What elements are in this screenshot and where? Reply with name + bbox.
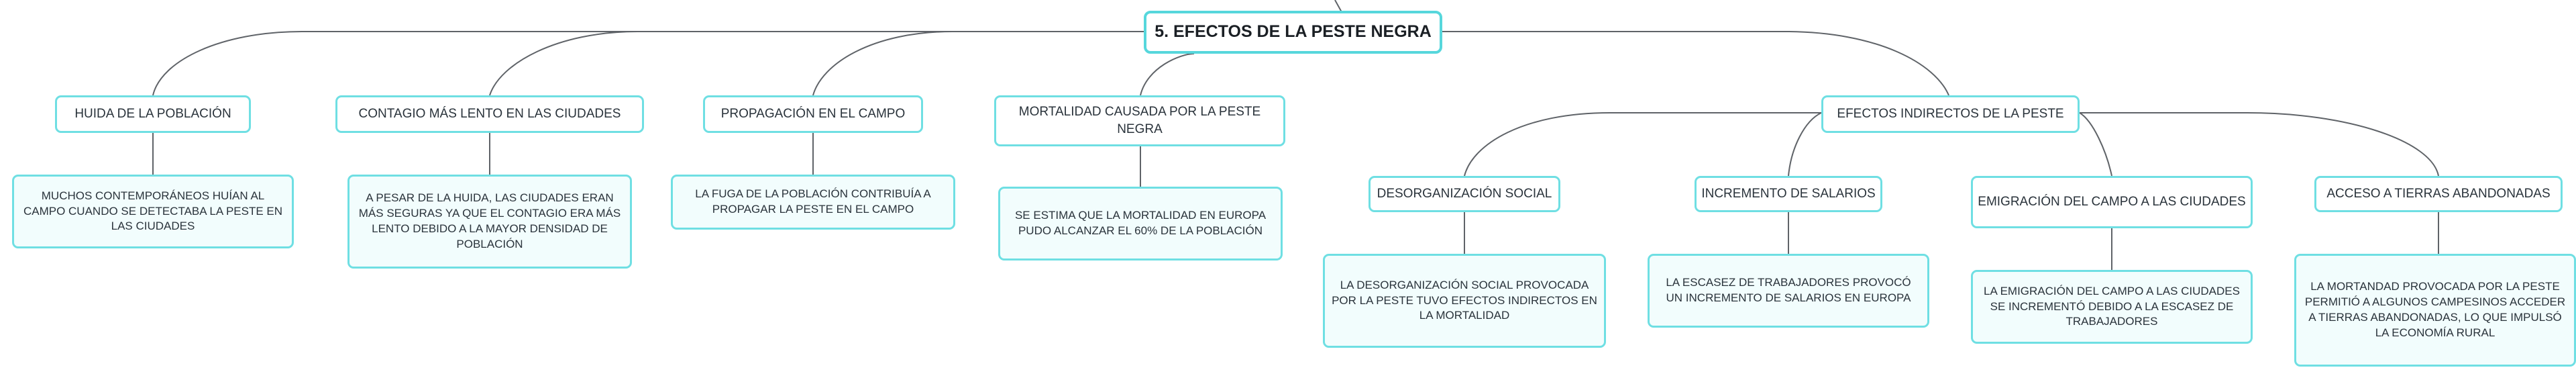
detail-text: SE ESTIMA QUE LA MORTALIDAD EN EUROPA PU…	[1014, 209, 1267, 237]
branch-efectos-indirectos[interactable]: EFECTOS INDIRECTOS DE LA PESTE	[1821, 95, 2080, 133]
branch-contagio-ciudades[interactable]: CONTAGIO MÁS LENTO EN LAS CIUDADES	[335, 95, 644, 133]
connector-indirectos-acceso	[2080, 112, 2439, 177]
detail-propagacion-campo[interactable]: LA FUGA DE LA POBLACIÓN CONTRIBUÍA A PRO…	[671, 175, 955, 230]
connector-root-propagacion	[812, 31, 1144, 96]
detail-text: MUCHOS CONTEMPORÁNEOS HUÍAN AL CAMPO CUA…	[23, 189, 283, 233]
detail-huida-poblacion[interactable]: MUCHOS CONTEMPORÁNEOS HUÍAN AL CAMPO CUA…	[12, 175, 294, 248]
subbranch-label: INCREMENTO DE SALARIOS	[1701, 187, 1876, 201]
branch-label: CONTAGIO MÁS LENTO EN LAS CIUDADES	[358, 107, 621, 122]
connector-root-indirectos	[1442, 31, 1949, 96]
subbranch-incremento-salarios[interactable]: INCREMENTO DE SALARIOS	[1695, 176, 1882, 212]
detail-contagio-ciudades[interactable]: A PESAR DE LA HUIDA, LAS CIUDADES ERAN M…	[347, 175, 632, 269]
detail-text: LA DESORGANIZACIÓN SOCIAL PROVOCADA POR …	[1332, 278, 1597, 322]
connector-indirectos-salarios	[1788, 112, 1822, 177]
root-topic-label: 5. EFECTOS DE LA PESTE NEGRA	[1155, 22, 1432, 42]
detail-acceso-tierras[interactable]: LA MORTANDAD PROVOCADA POR LA PESTE PERM…	[2294, 254, 2576, 367]
branch-mortalidad[interactable]: MORTALIDAD CAUSADA POR LA PESTE NEGRA	[994, 95, 1285, 146]
branch-label: EFECTOS INDIRECTOS DE LA PESTE	[1837, 107, 2064, 122]
detail-text: LA FUGA DE LA POBLACIÓN CONTRIBUÍA A PRO…	[695, 187, 931, 216]
detail-incremento-salarios[interactable]: LA ESCASEZ DE TRABAJADORES PROVOCÓ UN IN…	[1648, 254, 1929, 328]
detail-mortalidad[interactable]: SE ESTIMA QUE LA MORTALIDAD EN EUROPA PU…	[998, 187, 1283, 261]
subbranch-label: ACCESO A TIERRAS ABANDONADAS	[2326, 187, 2551, 201]
subbranch-label: DESORGANIZACIÓN SOCIAL	[1377, 187, 1552, 201]
connector-indirectos-emigracion	[2079, 112, 2112, 177]
branch-propagacion-campo[interactable]: PROPAGACIÓN EN EL CAMPO	[703, 95, 923, 133]
branch-huida-poblacion[interactable]: HUIDA DE LA POBLACIÓN	[55, 95, 251, 133]
connector-indirectos-desorganizacion	[1464, 112, 1821, 177]
branch-label: MORTALIDAD CAUSADA POR LA PESTE NEGRA	[1018, 105, 1261, 136]
connector-root-mortalidad	[1140, 53, 1195, 96]
detail-emigracion-campo[interactable]: LA EMIGRACIÓN DEL CAMPO A LAS CIUDADES S…	[1971, 270, 2253, 344]
subbranch-desorganizacion-social[interactable]: DESORGANIZACIÓN SOCIAL	[1368, 176, 1560, 212]
detail-text: LA ESCASEZ DE TRABAJADORES PROVOCÓ UN IN…	[1666, 276, 1911, 304]
subbranch-acceso-tierras[interactable]: ACCESO A TIERRAS ABANDONADAS	[2314, 176, 2563, 212]
subbranch-emigracion-campo[interactable]: EMIGRACIÓN DEL CAMPO A LAS CIUDADES	[1971, 176, 2253, 228]
subbranch-label: EMIGRACIÓN DEL CAMPO A LAS CIUDADES	[1978, 195, 2246, 209]
connector-root-contagio	[489, 31, 1144, 96]
detail-text: A PESAR DE LA HUIDA, LAS CIUDADES ERAN M…	[358, 191, 621, 250]
connector-root-huida	[152, 31, 1144, 96]
detail-text: LA EMIGRACIÓN DEL CAMPO A LAS CIUDADES S…	[1984, 284, 2240, 328]
detail-desorganizacion-social[interactable]: LA DESORGANIZACIÓN SOCIAL PROVOCADA POR …	[1323, 254, 1606, 348]
branch-label: PROPAGACIÓN EN EL CAMPO	[720, 107, 906, 122]
root-topic[interactable]: 5. EFECTOS DE LA PESTE NEGRA	[1144, 11, 1442, 54]
branch-label: HUIDA DE LA POBLACIÓN	[74, 107, 231, 122]
detail-text: LA MORTANDAD PROVOCADA POR LA PESTE PERM…	[2304, 280, 2566, 339]
